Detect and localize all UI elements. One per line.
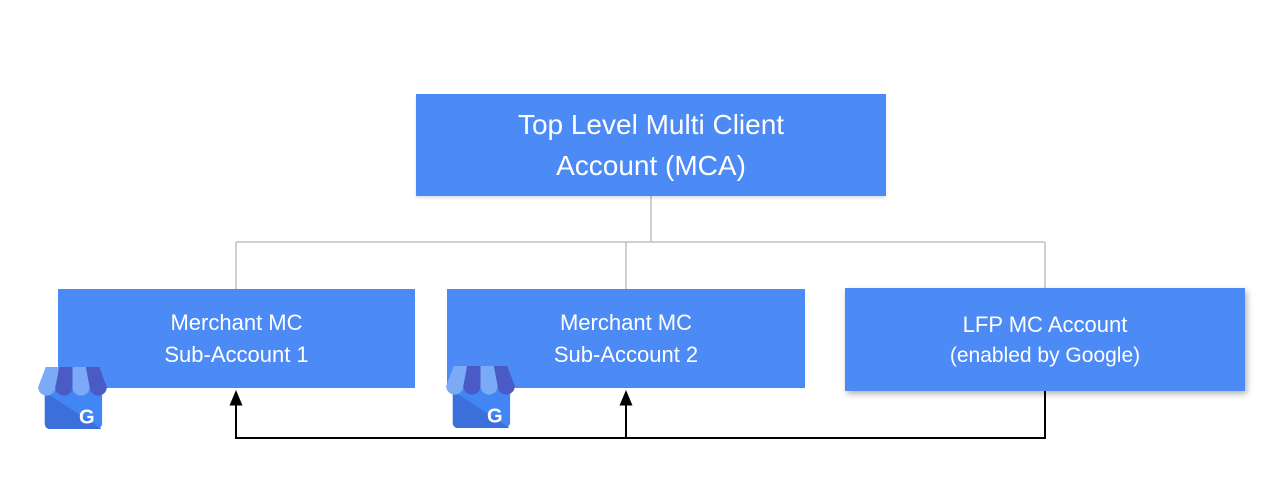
awning-stripe-2	[55, 367, 73, 396]
node-label-line2: Sub-Account 2	[553, 341, 699, 367]
awning-stripe-3	[480, 366, 498, 395]
node-lfp-mc-account: LFP MC Account (enabled by Google)	[845, 288, 1245, 391]
arrowhead-to-sub2	[619, 390, 633, 406]
awning-stripe-1	[446, 366, 468, 395]
google-business-profile-icon: G	[446, 366, 515, 429]
data-flow-line	[235, 391, 1046, 439]
awning-stripe-2	[463, 366, 481, 395]
storefront-body-shade	[44, 391, 102, 430]
awning-stripe-4	[85, 367, 107, 396]
node-merchant-sub-account-1: Merchant MC Sub-Account 1	[58, 289, 415, 388]
awning-stripe-3	[72, 367, 90, 396]
hierarchy-tree-line	[235, 196, 1046, 289]
awning-stripe-4	[493, 366, 515, 395]
node-label-line1: Top Level Multi Client	[517, 109, 785, 140]
google-business-profile-icon: G	[38, 367, 107, 430]
node-label-line2: Account (MCA)	[556, 150, 746, 181]
arrowhead-to-sub1	[229, 390, 243, 406]
node-label-line1: Merchant MC	[559, 309, 693, 335]
node-label-line2: (enabled by Google)	[949, 343, 1141, 367]
awning-stripe-1	[38, 367, 60, 396]
node-label-line1: Merchant MC	[170, 309, 303, 335]
google-g-letter: G	[487, 405, 503, 427]
node-label-line2: Sub-Account 1	[164, 341, 309, 367]
node-top-level-mca: Top Level Multi Client Account (MCA)	[416, 94, 886, 196]
node-label-line1: LFP MC Account	[962, 311, 1128, 337]
google-g-letter: G	[79, 406, 95, 428]
